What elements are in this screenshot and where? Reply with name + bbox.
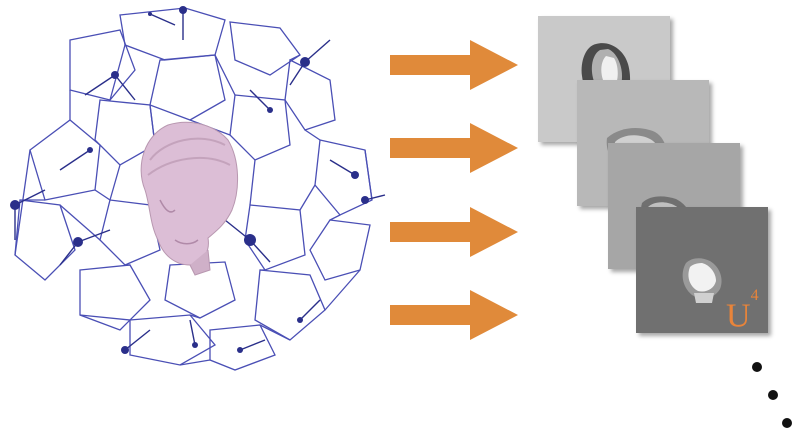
view-label-base: U	[726, 297, 751, 335]
view-label-exponent: 4	[750, 287, 759, 304]
arrow-right-icon	[390, 40, 518, 90]
camera-rig-illustration	[10, 6, 386, 371]
head-silhouette-image	[682, 258, 722, 303]
continuation-dot	[768, 390, 778, 400]
head-model	[140, 121, 239, 276]
arrow-right-icon	[390, 123, 518, 173]
arrow-right-icon	[390, 290, 518, 340]
view-label: U4	[726, 287, 759, 335]
camera-centers	[10, 6, 369, 354]
camera-rig-wireframe	[14, 7, 373, 371]
continuation-dot	[782, 418, 792, 428]
arrow-right-icon	[390, 207, 518, 257]
camera-axes	[14, 10, 386, 351]
view-panel: U4	[636, 207, 768, 333]
continuation-dot	[752, 362, 762, 372]
